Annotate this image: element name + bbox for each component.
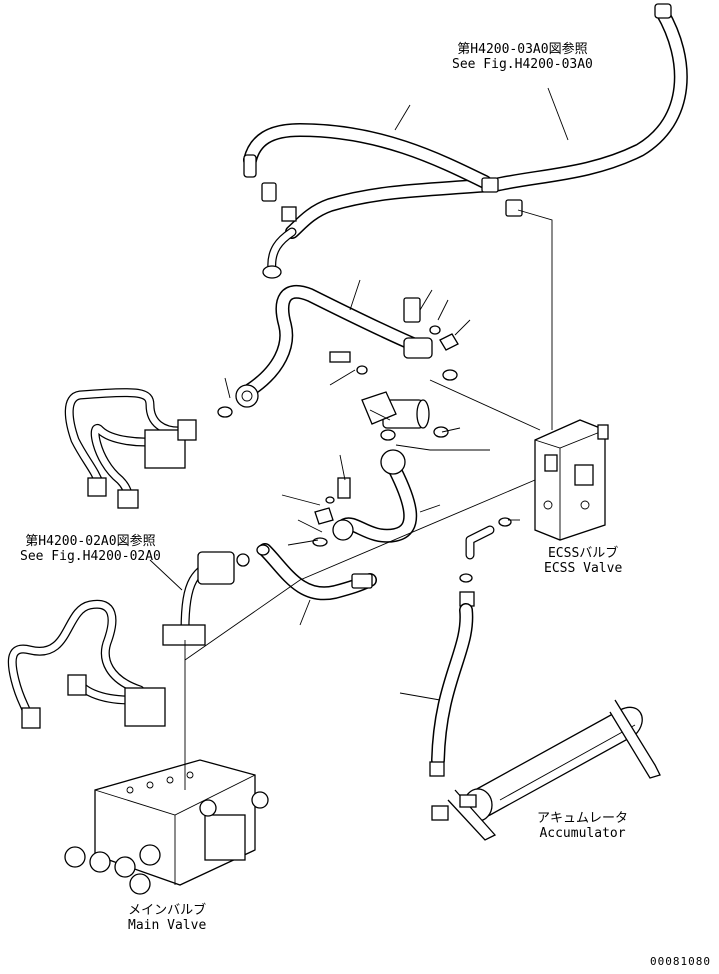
ecss-valve: [498, 419, 609, 541]
reference-left: 第H4200-02A0図参照 See Fig.H4200-02A0: [20, 534, 161, 564]
accumulator: [447, 699, 661, 841]
accumulator-label-en: Accumulator: [539, 826, 626, 841]
ecss-valve-label-en: ECSS Valve: [544, 561, 623, 576]
document-number: 00081080: [650, 955, 711, 968]
lower-hose-assembly: [236, 543, 377, 601]
accumulator-line: [429, 525, 495, 821]
lower-left-pipe-bundle: [7, 551, 235, 729]
reference-top: 第H4200-03A0図参照 See Fig.H4200-03A0: [452, 42, 593, 72]
center-fittings: [312, 351, 449, 547]
reference-top-en: See Fig.H4200-03A0: [452, 57, 593, 72]
main-valve-label-en: Main Valve: [128, 918, 207, 933]
reference-left-jp: 第H4200-02A0図参照: [25, 534, 156, 549]
main-valve-label: メインバルブ Main Valve: [128, 903, 206, 933]
reference-top-jp: 第H4200-03A0図参照: [457, 42, 588, 57]
main-valve: [64, 759, 269, 895]
reference-left-en: See Fig.H4200-02A0: [20, 549, 161, 564]
ecss-valve-label: ECSSバルブ ECSS Valve: [544, 546, 622, 576]
main-valve-label-jp: メインバルブ: [128, 903, 207, 918]
leader-lines: [149, 87, 569, 790]
accumulator-label: アキュムレータ Accumulator: [537, 811, 628, 841]
upper-left-pipe-bundle: [64, 387, 197, 509]
top-hose-assembly: [243, 3, 688, 279]
middle-hose-assembly: [217, 284, 459, 418]
ecss-valve-label-jp: ECSSバルブ: [547, 546, 619, 561]
accumulator-label-jp: アキュムレータ: [537, 811, 629, 826]
